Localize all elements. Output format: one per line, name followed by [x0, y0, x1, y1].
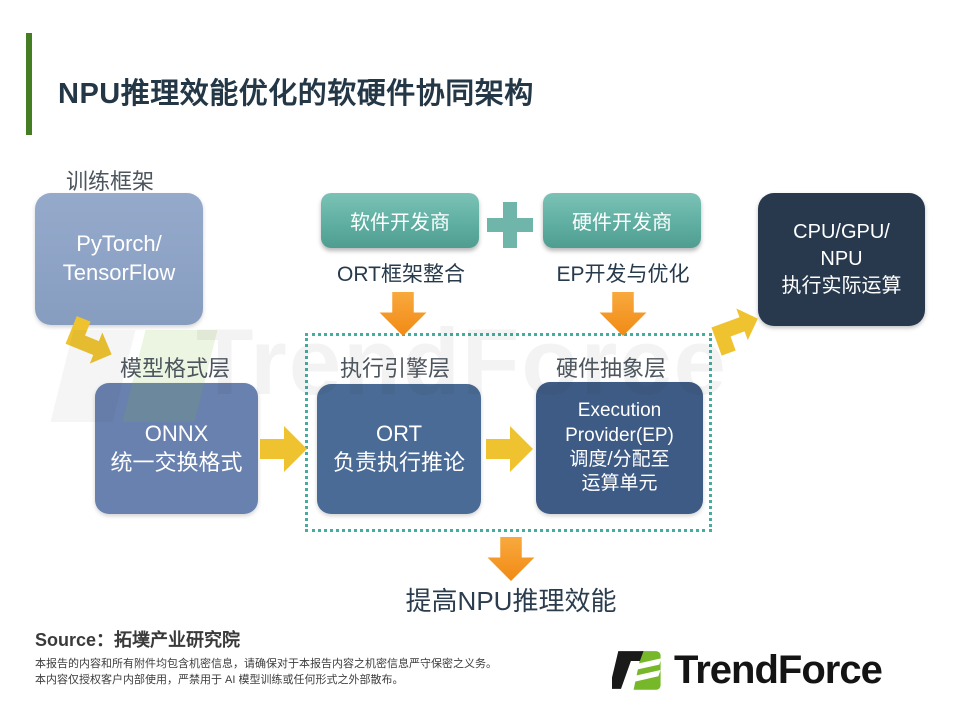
execution-provider-box: Execution Provider(EP) 调度/分配至 运算单元	[536, 382, 703, 514]
onnx-box: ONNX 统一交换格式	[95, 383, 258, 514]
source-label: Source：拓墣产业研究院	[35, 630, 241, 650]
ort-box: ORT 负责执行推论	[317, 384, 481, 514]
model-format-layer-label: 模型格式层	[120, 356, 231, 381]
bent-arrow-up-right-icon	[696, 288, 768, 360]
trendforce-logo-text: TrendForce	[674, 647, 883, 692]
trendforce-logo: TrendForce	[612, 644, 883, 696]
hardware-vendor-box: 硬件开发商	[543, 193, 701, 248]
trendforce-logo-icon	[612, 644, 666, 696]
runtime-dashed-group	[305, 333, 712, 532]
arrow-down-icon	[375, 292, 431, 336]
disclaimer-line1: 本报告的内容和所有附件均包含机密信息，请确保对于本报告内容之机密信息严守保密之义…	[35, 658, 497, 670]
hw-abstraction-layer-label: 硬件抽象层	[556, 356, 667, 381]
disclaimer-line2: 本内容仅授权客户内部使用，严禁用于 AI 模型训练或任何形式之外部散布。	[35, 674, 404, 686]
page-title: NPU推理效能优化的软硬件协同架构	[58, 78, 534, 110]
title-accent-bar	[26, 33, 32, 135]
bent-arrow-down-right-icon	[50, 312, 123, 385]
arrow-down-icon	[483, 537, 539, 581]
arrow-right-icon	[486, 420, 534, 478]
cpu-gpu-npu-box: CPU/GPU/ NPU 执行实际运算	[758, 193, 925, 326]
software-vendor-box: 软件开发商	[321, 193, 479, 248]
arrow-right-icon	[260, 420, 308, 478]
ep-development-label: EP开发与优化	[556, 263, 690, 286]
pytorch-tensorflow-box: PyTorch/ TensorFlow	[35, 193, 203, 325]
exec-engine-layer-label: 执行引擎层	[340, 356, 451, 381]
outcome-label: 提高NPU推理效能	[405, 586, 617, 616]
arrow-down-icon	[595, 292, 651, 336]
plus-icon	[487, 202, 533, 248]
ort-integration-label: ORT框架整合	[337, 263, 465, 286]
training-framework-label: 训练框架	[66, 169, 155, 194]
